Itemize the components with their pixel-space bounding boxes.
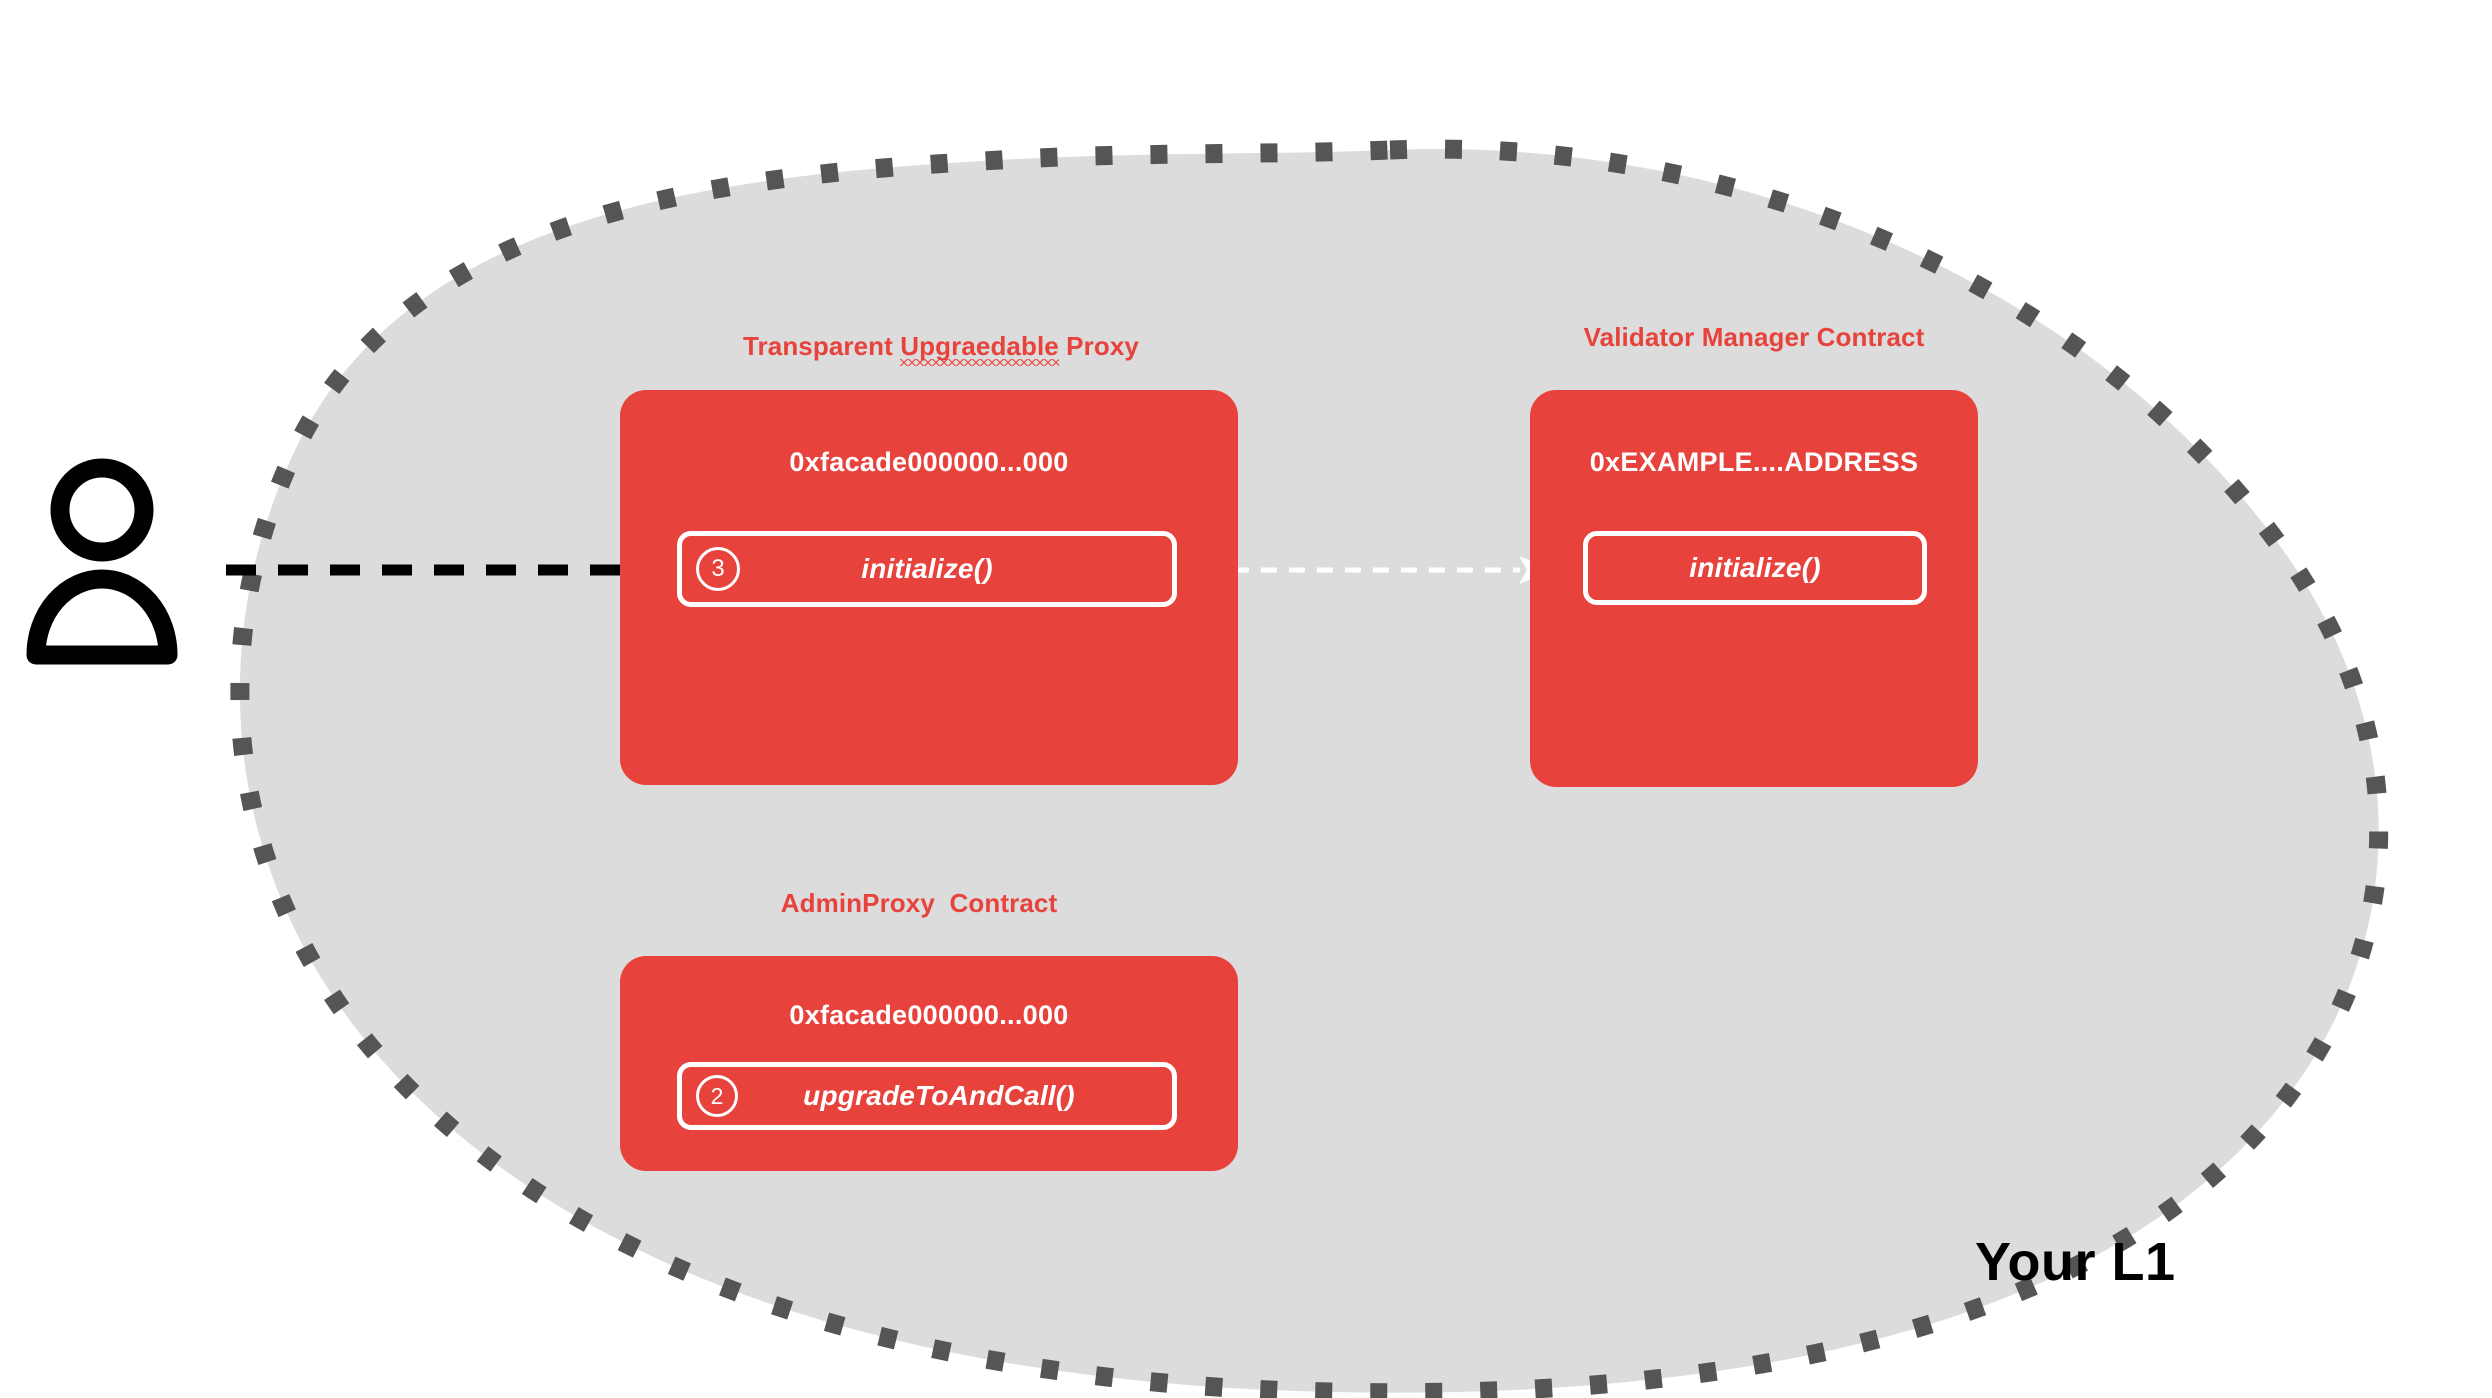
- method-label-initialize: initialize(): [861, 553, 993, 584]
- user-actor-icon: [26, 458, 178, 665]
- contract-transparent-upgradeable-proxy[interactable]: Transparent Upgraedable Proxy Contract (…: [620, 300, 1238, 785]
- title-part-post: Proxy: [1058, 330, 1139, 361]
- step-badge-3: 3: [696, 547, 740, 591]
- title-part-pre: Transparent: [743, 330, 901, 361]
- title-misspelled-word: Upgraedable: [900, 330, 1059, 366]
- method-pill-upgrade-to-and-call[interactable]: 2 upgradeToAndCall(): [677, 1062, 1177, 1130]
- step-badge-2: 2: [696, 1075, 738, 1117]
- contract-address-validator-manager: 0xEXAMPLE....ADDRESS: [1589, 447, 1919, 477]
- blob-fill: [239, 149, 2379, 1393]
- contract-address-admin-proxy: 0xfacade000000...000: [789, 1000, 1069, 1030]
- contract-box-admin-proxy[interactable]: 0xfacade000000...000 2 upgradeToAndCall(…: [620, 956, 1238, 1171]
- contract-address-transparent-proxy: 0xfacade000000...000: [789, 447, 1069, 477]
- contract-box-validator-manager[interactable]: 0xEXAMPLE....ADDRESS initialize(): [1530, 390, 1978, 787]
- contract-validator-manager[interactable]: Validator Manager Contract 0xEXAMPLE....…: [1530, 322, 1978, 787]
- contract-title-admin-proxy: AdminProxy Contract: [780, 888, 1058, 918]
- method-pill-initialize-proxy[interactable]: 3 initialize(): [677, 531, 1177, 607]
- method-label-initialize-validator: initialize(): [1689, 552, 1821, 583]
- l1-caption-label: Your L1: [1975, 1232, 2176, 1292]
- contract-title-validator-manager: Validator Manager Contract: [1583, 322, 1925, 352]
- method-pill-initialize-validator[interactable]: initialize(): [1583, 531, 1927, 605]
- arrow-user-to-proxy: [226, 551, 670, 589]
- method-label-upgrade-to-and-call: upgradeToAndCall(): [803, 1080, 1075, 1111]
- contract-box-transparent-proxy[interactable]: 0xfacade000000...000 3 initialize(): [620, 390, 1238, 785]
- contract-admin-proxy[interactable]: AdminProxy Contract 0xfacade000000...000…: [620, 888, 1238, 1171]
- blob-dashed-border: [230, 139, 2389, 1398]
